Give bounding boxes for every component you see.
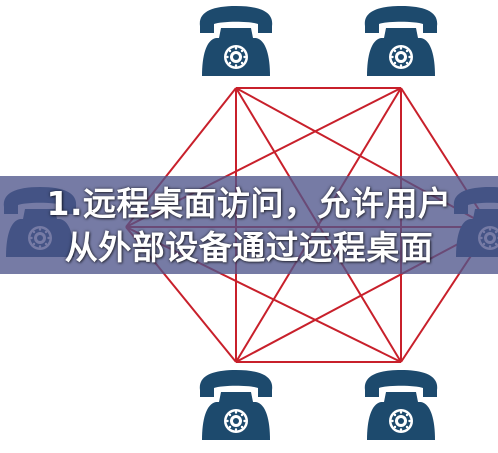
- caption-line-2: 从外部设备通过远程桌面: [64, 228, 434, 267]
- telephone-icon: [364, 370, 438, 440]
- telephone-icon: [199, 6, 273, 76]
- telephone-icon: [364, 6, 438, 76]
- caption-line-1: 1.远程桌面访问，允许用户: [46, 184, 452, 223]
- caption-band: [0, 176, 498, 274]
- telephone-icon: [199, 370, 273, 440]
